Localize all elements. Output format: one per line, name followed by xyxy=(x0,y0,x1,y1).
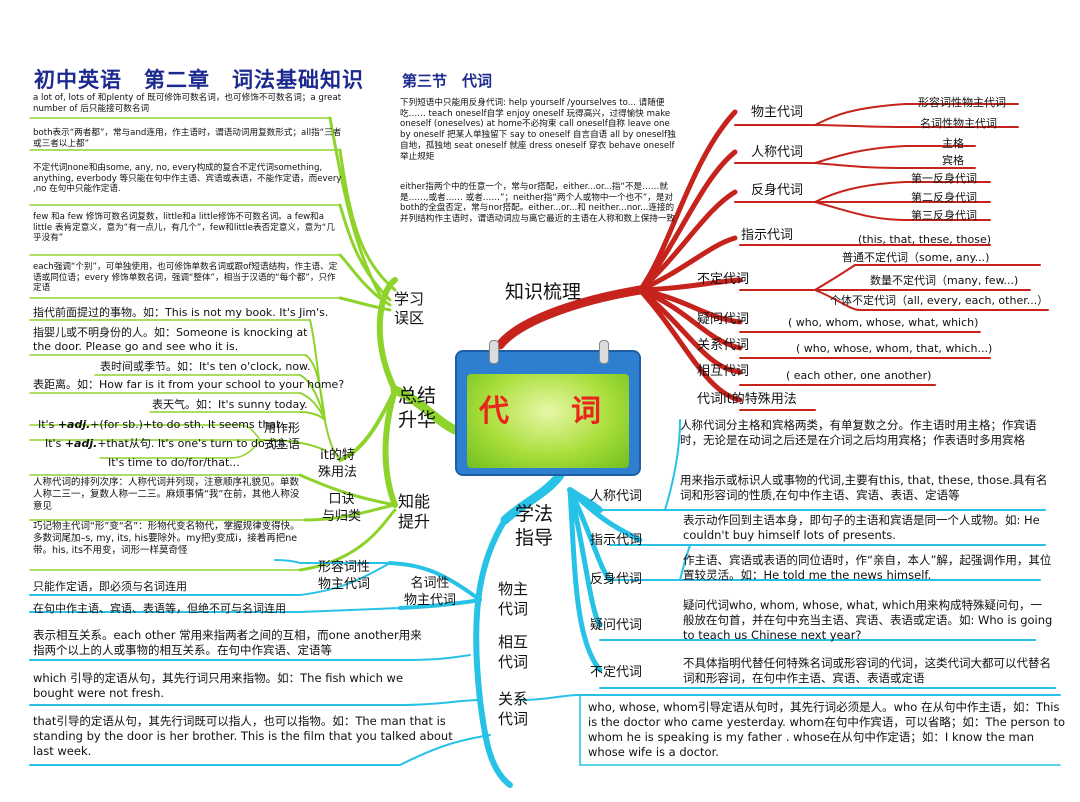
k-reflexive: 反身代词 xyxy=(751,183,804,198)
either-neither-note: either指两个中的任意一个，常与or搭配，either...or...指“不… xyxy=(400,182,676,225)
formal-subject-label: 用作形 式主语 xyxy=(264,421,301,451)
formal-subject-2-post: +that从句. It's one's turn to do sth. xyxy=(97,437,289,450)
relative-that-note: that引导的定语从句，其先行词既可以指人，也可以指物。如：The man th… xyxy=(33,714,453,758)
formal-subject-2-adj: +adj. xyxy=(64,437,98,450)
it-usage-3: 表时间或季节。如：It's ten o'clock, now. xyxy=(100,360,311,373)
k-reciprocal: 相互代词 xyxy=(697,364,750,379)
g-reflexive-note-2: 作主语、宾语或表语的同位语时，作“亲自，本人”解，起强调作用，其位置较灵活。如：… xyxy=(683,553,1052,582)
k-reflexive-1: 第一反身代词 xyxy=(911,172,977,185)
g-reflexive: 反身代词 xyxy=(590,572,643,587)
branch-guidance: 学法 指导 xyxy=(515,503,554,549)
branch-learning-pitfalls: 学习 误区 xyxy=(394,290,425,327)
relative-which-note: which 引导的定语从句，其先行词只用来指物。如：The fish which… xyxy=(33,671,404,700)
g-personal: 人称代词 xyxy=(590,489,643,504)
possessive-main-label: 物主 代词 xyxy=(498,580,529,618)
relative-label: 关系 代词 xyxy=(498,690,529,728)
k-relative: 关系代词 xyxy=(697,338,750,353)
g-demo: 指示代词 xyxy=(590,533,643,548)
k-recip-list: ( each other, one another) xyxy=(786,369,932,382)
k-adj-possessive: 形容词性物主代词 xyxy=(918,96,1006,109)
k-reflexive-2: 第二反身代词 xyxy=(911,191,977,204)
k-inter-list: ( who, whom, whose, what, which) xyxy=(788,316,979,329)
relative-who-note: who, whose, whom引导定语从句时，其先行词必须是人。who 在从句… xyxy=(588,700,1066,759)
koujue-possessive: 巧记物主代词“形”变“名”：形物代变名物代，掌握规律变得快。多数词尾加–s, m… xyxy=(33,521,300,556)
calendar-ring xyxy=(599,340,609,364)
reciprocal-label: 相互 代词 xyxy=(498,633,529,671)
note-few-little: few 和a few 修饰可数名词复数，little和a little修饰不可数… xyxy=(33,212,335,244)
g-reflexive-note-1: 表示动作回到主语本身，即句子的主语和宾语是同一个人或物。如: He couldn… xyxy=(683,513,1040,542)
center-topic: 代 词 xyxy=(479,394,617,429)
it-usage-5: 表天气。如：It's sunny today. xyxy=(152,398,308,411)
note-both-all: both表示“两者都”，常与and连用，作主语时，谓语动词用复数形式；all指“… xyxy=(33,128,342,149)
g-indef-note: 不具体指明代替任何特殊名词或形容词的代词，这类代词大都可以代替名词和形容词，在句… xyxy=(683,656,1051,685)
g-demo-note: 用来指示或标识人或事物的代词,主要有this, that, these, tho… xyxy=(680,473,1048,502)
reciprocal-note: 表示相互关系。each other 常用来指两者之间的互相，而one anoth… xyxy=(33,628,422,657)
noun-possessive-note: 在句中作主语、宾语、表语等，但绝不可与名词连用 xyxy=(33,602,286,615)
k-demonstrative: 指示代词 xyxy=(741,228,794,243)
calendar-page xyxy=(467,374,629,468)
g-personal-note: 人称代词分主格和宾格两类，有单复数之分。作主语时用主格；作宾语时，无论是在动词之… xyxy=(680,418,1037,447)
formal-subject-1: It's +adj.+(for sb.)+to do sth. It seems… xyxy=(38,418,291,432)
k-it-special: 代词it的特殊用法 xyxy=(697,392,797,407)
section-title: 第三节 代词 xyxy=(402,72,493,90)
note-each-every: each强调“个别”，可单独使用，也可修饰单数名词或跟of短语结构，作主语、定语… xyxy=(33,262,338,294)
g-inter-note: 疑问代词who, whom, whose, what, which用来构成特殊疑… xyxy=(683,598,1053,642)
formal-subject-3: It's time to do/for/that... xyxy=(108,456,240,469)
k-subject: 主格 xyxy=(942,137,964,150)
k-personal: 人称代词 xyxy=(751,145,804,160)
it-usage-4: 表距离。如：How far is it from your school to … xyxy=(33,378,345,391)
k-indefinite-1: 普通不定代词（some, any...) xyxy=(842,251,990,264)
it-usage-2: 指婴儿或不明身份的人。如：Someone is knocking at the … xyxy=(33,326,308,354)
k-interrogative: 疑问代词 xyxy=(697,312,750,327)
formal-subject-1-adj: +adj. xyxy=(57,418,91,431)
k-object: 宾格 xyxy=(942,154,964,167)
it-special-label: it的特 殊用法 xyxy=(318,448,358,480)
adj-possessive-label: 形容词性 物主代词 xyxy=(318,560,371,592)
page-title: 初中英语 第二章 词法基础知识 xyxy=(34,68,364,92)
note-alot: a lot of, lots of 和plenty of 既可修饰可数名词，也可… xyxy=(33,93,342,114)
reflexive-phrases-note: 下列短语中只能用反身代词: help yourself /yourselves … xyxy=(400,98,676,162)
g-indefinite: 不定代词 xyxy=(590,665,643,680)
branch-knowledge: 知识梳理 xyxy=(505,281,582,303)
k-indefinite: 不定代词 xyxy=(697,272,750,287)
calendar-ring xyxy=(489,340,499,364)
it-usage-1: 指代前面提过的事物。如：This is not my book. It's Ji… xyxy=(33,306,329,319)
koujue-label: 口诀 与归类 xyxy=(322,492,362,524)
branch-summary: 总结 升华 xyxy=(398,385,437,431)
k-possessive: 物主代词 xyxy=(751,105,804,120)
note-none: 不定代词none和由some, any, no, every构成的复合不定代词s… xyxy=(33,163,342,195)
k-noun-possessive: 名词性物主代词 xyxy=(920,117,997,130)
k-relative-list: ( who, whose, whom, that, which...) xyxy=(796,342,993,355)
formal-subject-2: It's +adj.+that从句. It's one's turn to do… xyxy=(45,437,289,451)
adj-possessive-note: 只能作定语，即必须与名词连用 xyxy=(33,580,187,593)
formal-subject-1-pre: It's xyxy=(38,418,58,431)
branch-improvement: 知能 提升 xyxy=(398,492,431,531)
calendar-frame xyxy=(455,350,641,476)
k-demo-list: (this, that, these, those) xyxy=(858,233,992,246)
noun-possessive-label: 名词性 物主代词 xyxy=(404,576,457,608)
center-calendar: 代 词 xyxy=(455,340,641,476)
koujue-order: 人称代词的排列次序：人称代词并列现，注意顺序礼貌见。单数人称二三一，复数人称一二… xyxy=(33,477,300,512)
k-indefinite-3: 个体不定代词（all, every, each, other...） xyxy=(830,294,1049,307)
k-reflexive-3: 第三反身代词 xyxy=(911,209,977,222)
formal-subject-2-pre: It's xyxy=(45,437,65,450)
formal-subject-1-post: +(for sb.)+to do sth. It seems that... xyxy=(90,418,291,431)
g-interrogative: 疑问代词 xyxy=(590,618,643,633)
k-indefinite-2: 数量不定代词（many, few...) xyxy=(870,274,1019,287)
